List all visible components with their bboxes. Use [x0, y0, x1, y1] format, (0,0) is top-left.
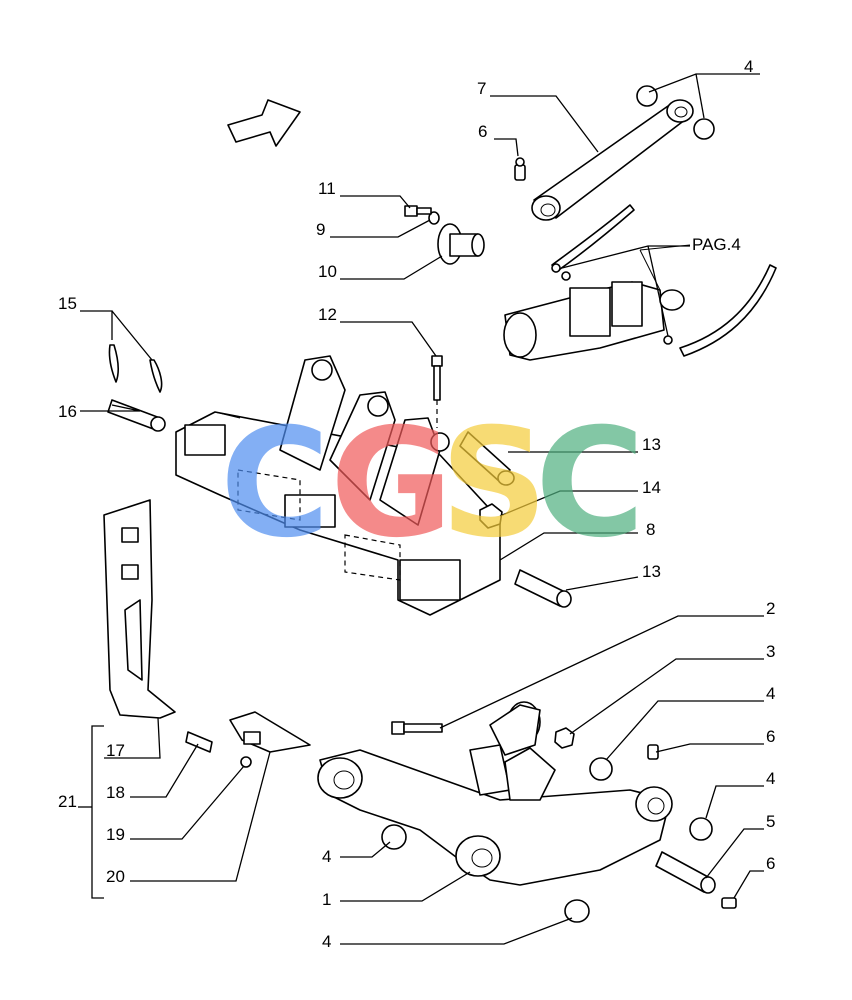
pin-part-18	[185, 731, 213, 753]
motor-actuator	[503, 204, 777, 361]
leader-lines	[78, 73, 764, 945]
callout-label: 11	[318, 179, 336, 198]
grease-nipple-part-6-top	[514, 157, 526, 181]
callout-label: 1	[322, 890, 331, 909]
pin-part-13-lower	[514, 569, 572, 608]
callout-label: 4	[744, 57, 753, 76]
callout-label: PAG.4	[692, 235, 741, 254]
bracket-part-17	[103, 499, 176, 719]
callout-label: 15	[58, 294, 77, 313]
washer-part-19	[240, 756, 252, 768]
watermark-letter: C	[535, 397, 645, 571]
callout-label: 13	[642, 435, 661, 454]
callout-label: 12	[318, 305, 337, 324]
pin-part-16	[107, 399, 166, 432]
pin-part-13-upper	[459, 431, 515, 486]
callout-label: 14	[642, 478, 661, 497]
watermark-letter: C	[220, 397, 330, 571]
callout-label: 4	[766, 769, 775, 788]
cotter-pins-part-15	[108, 344, 163, 393]
callout-label: 8	[646, 520, 655, 539]
callout-label: 4	[766, 684, 775, 703]
callout-label: 7	[477, 79, 486, 98]
swing-arm-part-1	[317, 701, 673, 886]
watermark: C G S C	[220, 397, 645, 571]
watermark-letter: S	[440, 397, 548, 571]
direction-arrow	[227, 99, 301, 147]
callout-label: 6	[766, 727, 775, 746]
callout-label: 9	[316, 220, 325, 239]
callout-label: 4	[322, 932, 331, 951]
callout-label: 18	[106, 783, 125, 802]
plate-part-20	[229, 711, 311, 753]
callout-label: 21	[58, 792, 77, 811]
callout-label: 20	[106, 867, 125, 886]
nut-part-14	[479, 503, 503, 529]
callout-label: 16	[58, 402, 77, 421]
callout-labels: 4 7 6 11 9 10 PAG.4 15 16 12 13 14 8 13 …	[58, 57, 775, 951]
frame-part-8	[175, 355, 501, 616]
callout-label: 13	[642, 562, 661, 581]
bushings-part-4-lower	[381, 757, 713, 923]
link-arm-part-7	[531, 99, 694, 221]
callout-label: 4	[322, 847, 331, 866]
callout-label: 2	[766, 599, 775, 618]
watermark-letter: G	[330, 397, 453, 571]
callout-label: 5	[766, 812, 775, 831]
callout-label: 10	[318, 262, 337, 281]
washer-part-9	[428, 211, 440, 225]
bolt-part-11	[404, 205, 432, 217]
callout-label: 6	[766, 854, 775, 873]
bolt-part-2	[391, 721, 443, 735]
hub-flange-part-10	[437, 223, 485, 265]
callout-label: 19	[106, 825, 125, 844]
bolt-part-12	[431, 355, 443, 428]
pin-part-5	[655, 851, 716, 894]
callout-label: 6	[478, 122, 487, 141]
grease-nipples-part-6-lower	[647, 744, 737, 909]
nut-part-3	[554, 727, 575, 749]
callout-label: 17	[106, 741, 125, 760]
bushing-part-4-top	[636, 85, 715, 140]
callout-label: 3	[766, 642, 775, 661]
